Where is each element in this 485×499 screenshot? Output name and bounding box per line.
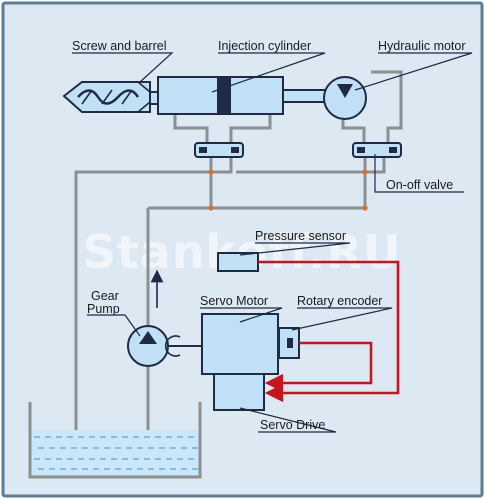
junction-dot xyxy=(362,169,368,175)
cylinder-piston xyxy=(217,77,231,114)
junction-dot xyxy=(208,205,214,211)
oil-tank xyxy=(28,402,202,479)
label-servo-drive: Servo Drive xyxy=(260,418,325,432)
pipe-motor-right-port xyxy=(371,70,403,146)
pressure-signal-line xyxy=(258,260,400,403)
feedback-lines xyxy=(258,260,400,403)
pipe-left-valve-down-2 xyxy=(74,158,233,448)
encoder-signal-line xyxy=(264,341,373,393)
gear-pump xyxy=(127,269,202,367)
label-injection-cylinder: Injection cylinder xyxy=(218,39,311,53)
pipe-right-valve-down-2 xyxy=(236,158,386,174)
label-screw-and-barrel: Screw and barrel xyxy=(72,39,167,53)
screw-and-barrel xyxy=(62,81,151,113)
junction-dot xyxy=(362,205,368,211)
pressure-sensor xyxy=(217,252,259,272)
leader-lines xyxy=(72,52,473,433)
pipe-cylinder-right-port xyxy=(229,114,272,146)
tank-walls xyxy=(28,402,202,479)
encoder-connector xyxy=(287,338,293,348)
servo-motor xyxy=(201,313,279,375)
label-gear-pump-line1: Gear xyxy=(91,289,119,303)
pipe-motor-left-port xyxy=(341,112,366,146)
label-on-off-valve: On-off valve xyxy=(386,178,453,192)
valve-left xyxy=(194,142,244,158)
pipe-cylinder-left-port xyxy=(173,114,209,146)
label-pressure-sensor: Pressure sensor xyxy=(255,229,346,243)
rotation-arrow-icon xyxy=(164,335,181,357)
pump-triangle-icon xyxy=(139,331,157,344)
label-hydraulic-motor: Hydraulic motor xyxy=(378,39,466,53)
label-gear-pump-line2: Pump xyxy=(87,302,120,316)
label-rotary-encoder: Rotary encoder xyxy=(297,294,382,308)
injection-cylinder xyxy=(149,76,326,115)
hydraulic-pipes xyxy=(74,70,403,448)
hydraulic-motor xyxy=(323,76,367,120)
servo-drive xyxy=(213,373,265,411)
motor-triangle-icon xyxy=(337,84,353,98)
valve-right xyxy=(352,142,402,158)
pipe-junctions xyxy=(208,169,368,211)
oil-level xyxy=(30,430,200,476)
junction-dot xyxy=(208,169,214,175)
label-servo-motor: Servo Motor xyxy=(200,294,268,308)
cylinder-rod xyxy=(282,89,326,103)
